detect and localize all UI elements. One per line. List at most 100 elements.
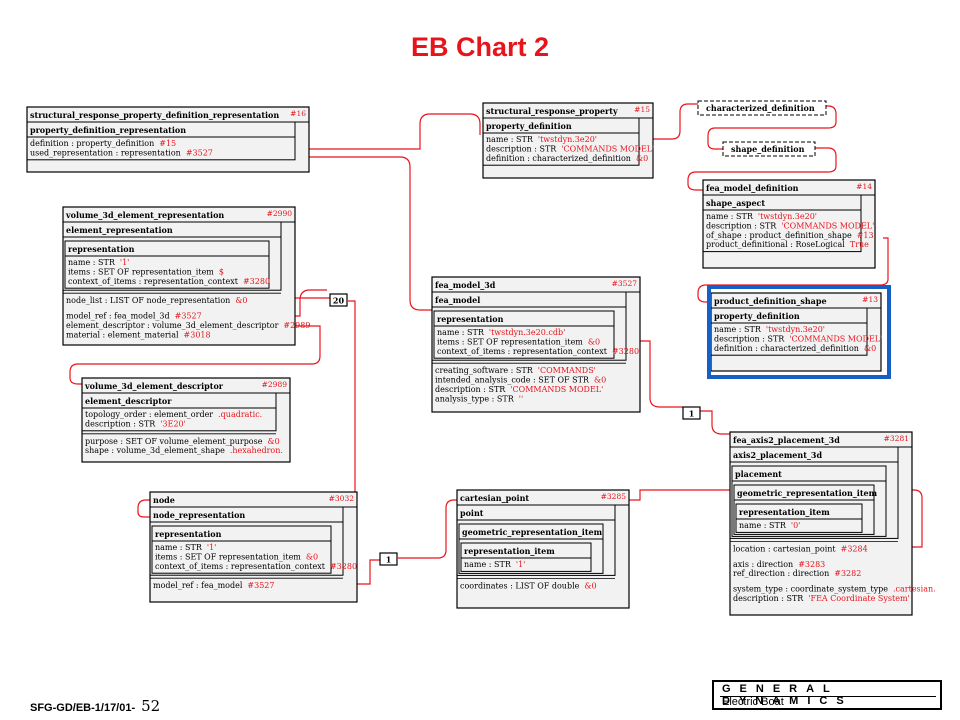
entity-id-tag: #14 (856, 182, 872, 191)
attribute-value: &0 (584, 581, 596, 590)
supertype-name: representation_item (739, 507, 830, 517)
entity-id-tag: #13 (862, 295, 878, 304)
entity-box (710, 292, 882, 372)
attribute-text: items : SET OF representation_item (437, 337, 583, 346)
entity-structural-response-property-definition-representation: structural_response_property_definition_… (26, 106, 310, 173)
attribute-value: '1' (120, 258, 130, 267)
attribute-text: material : element_material (66, 330, 179, 339)
attribute-text: context_of_items : representation_contex… (68, 277, 239, 286)
supertype-frame (456, 504, 616, 576)
attribute-value: #3280 (612, 347, 639, 356)
attribute-value: #3527 (247, 581, 274, 590)
attribute-text: topology_order : element_order (85, 410, 213, 419)
entity-id-tag: #15 (634, 105, 650, 114)
supertype-frame (733, 484, 875, 535)
entity-name: cartesian_point (460, 493, 529, 503)
attribute-value: .cartesian. (893, 585, 936, 594)
attribute-text: of_shape : product_definition_shape (706, 231, 852, 240)
entity-fea-model-definition: fea_model_definition#14shape_aspectname … (702, 179, 876, 269)
connector-srpdr-srp (194, 113, 481, 150)
attribute-value: #3280 (330, 562, 357, 571)
supertype-frame (482, 117, 640, 166)
attribute-value: 'COMMANDS MODEL' (789, 334, 882, 343)
attribute-value: #3280 (243, 277, 270, 286)
attribute-value: 'COMMANDS MODEL' (561, 144, 654, 153)
entity-box (81, 377, 291, 463)
attribute-text: description : STR (706, 221, 777, 230)
attribute-text: name : STR (68, 258, 116, 267)
attribute-value: #3018 (184, 330, 211, 339)
connector-sd-fmd (687, 147, 837, 191)
entity-id-tag: #3285 (601, 492, 627, 501)
attribute-text: product_definitional : RoseLogical (706, 240, 845, 249)
connector-cd-sd (707, 105, 837, 150)
select-type-characterized-definition: characterized_definition (697, 100, 827, 116)
footer-code: SFG-GD/EB-1/17/01- (30, 702, 136, 714)
attribute-text: ref_direction : direction (733, 569, 829, 578)
entity-box (149, 491, 358, 603)
supertype-name: representation_item (464, 546, 555, 556)
entity-volume-3d-element-representation: volume_3d_element_representation#2990ele… (62, 206, 310, 346)
connector-fmd-pds (697, 237, 889, 303)
attribute-text: location : cartesian_point (733, 544, 836, 553)
attribute-value: #3282 (834, 569, 861, 578)
aggregate-count: 1 (689, 409, 695, 419)
entity-name: fea_axis2_placement_3d (733, 435, 840, 445)
attribute-text: description : STR (733, 594, 804, 603)
attribute-value: #3527 (175, 312, 202, 321)
attribute-text: definition : property_definition (30, 139, 154, 148)
supertype-frame (460, 542, 592, 572)
select-type-box (697, 100, 827, 116)
attribute-text: context_of_items : representation_contex… (155, 562, 326, 571)
supertype-frame (64, 240, 270, 289)
supertype-name: placement (735, 469, 782, 479)
attribute-text: description : STR (85, 419, 156, 428)
attribute-text: model_ref : fea_model_3d (66, 312, 170, 321)
entity-box (62, 206, 296, 346)
aggregate-box (329, 293, 348, 307)
page-title: EB Chart 2 (410, 32, 550, 62)
attribute-text: description : STR (486, 144, 557, 153)
supertype-name: point (460, 508, 484, 518)
attribute-value: 'twstdyn.3e20' (538, 135, 597, 144)
supertype-name: representation (155, 529, 222, 539)
supertype-frame (149, 506, 344, 576)
supertype-name: property_definition (714, 311, 800, 321)
attribute-value: '' (519, 394, 523, 403)
attribute-value: &0 (588, 337, 600, 346)
supertype-name: representation (437, 314, 504, 324)
supertype-name: fea_model (435, 295, 480, 305)
attribute-text: name : STR (155, 543, 203, 552)
attribute-value: &0 (267, 437, 279, 446)
supertype-frame (731, 465, 887, 537)
entity-name: volume_3d_element_representation (65, 210, 224, 220)
logo-rule (720, 696, 936, 697)
attribute-value: &0 (594, 376, 606, 385)
attribute-value: #15 (159, 139, 176, 148)
entity-id-tag: #16 (290, 109, 306, 118)
attribute-text: name : STR (486, 135, 534, 144)
attribute-value: #2989 (283, 321, 310, 330)
entity-volume-3d-element-descriptor: volume_3d_element_descriptor#2989element… (81, 377, 291, 463)
attribute-value: 'COMMANDS MODEL' (510, 385, 603, 394)
aggregate-box (682, 406, 701, 420)
select-type-name: characterized_definition (706, 103, 815, 113)
attribute-value: '0' (791, 521, 801, 530)
supertype-frame (26, 121, 296, 161)
attribute-value: 'FEA Coordinate System' (808, 594, 909, 603)
entity-fea-model-3d: fea_model_3d#3527fea_modelrepresentation… (431, 276, 641, 413)
logo-division: Electric Boat (722, 696, 784, 708)
attribute-value: .hexahedron. (230, 446, 283, 455)
attribute-value: 'COMMANDS MODEL' (781, 221, 874, 230)
supertype-name: geometric_representation_item (462, 527, 603, 537)
general-dynamics-logo: GENERAL DYNAMICS Electric Boat (712, 680, 942, 710)
attribute-text: name : STR (739, 521, 787, 530)
connector-layer (69, 103, 923, 585)
supertype-name: axis2_placement_3d (733, 450, 822, 460)
entity-fea-axis2-placement-3d: fea_axis2_placement_3d#3281axis2_placeme… (729, 431, 936, 616)
attribute-text: description : STR (714, 334, 785, 343)
attribute-text: name : STR (464, 560, 512, 569)
connector-agg2-fa2p (700, 410, 730, 435)
supertype-name: geometric_representation_item (737, 488, 878, 498)
entity-box (456, 489, 630, 609)
